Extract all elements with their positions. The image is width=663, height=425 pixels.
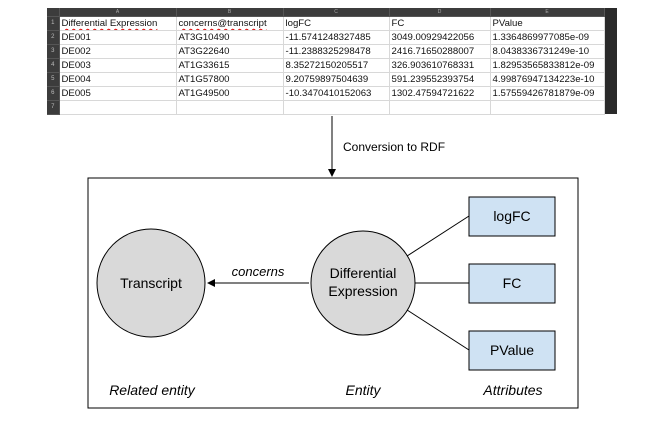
table-cell[interactable]: DE005: [59, 86, 177, 101]
table-cell[interactable]: [283, 100, 390, 115]
transcript-node[interactable]: [96, 228, 206, 338]
attribute-box-logfc[interactable]: [468, 196, 556, 237]
column-letter[interactable]: A: [59, 8, 177, 17]
table-cell[interactable]: AT1G57800: [176, 72, 284, 87]
header-cell[interactable]: Differential Expression: [59, 16, 177, 31]
attribute-label: PValue: [490, 342, 534, 358]
attribute-label: logFC: [493, 208, 530, 224]
table-row: 3 DE002 AT3G22640 -11.2388325298478 2416…: [47, 44, 605, 59]
table-row: 2 DE001 AT3G10490 -11.5741248327485 3049…: [47, 30, 605, 45]
row-number[interactable]: 2: [47, 30, 60, 45]
caption-entity: Entity: [345, 382, 381, 398]
table-cell[interactable]: -11.5741248327485: [283, 30, 390, 45]
entity-node-label-line1: Differential: [330, 265, 397, 281]
table-row-empty: 7: [47, 100, 605, 115]
table-cell[interactable]: DE004: [59, 72, 177, 87]
column-letter[interactable]: E: [490, 8, 605, 17]
row-number[interactable]: 3: [47, 44, 60, 59]
table-cell[interactable]: [490, 100, 605, 115]
spreadsheet: A B C D E 1 Differential Expression conc…: [47, 8, 617, 115]
header-cell[interactable]: FC: [389, 16, 491, 31]
table-cell[interactable]: AT3G10490: [176, 30, 284, 45]
column-letter[interactable]: D: [389, 8, 491, 17]
table-cell[interactable]: 8.0438336731249e-10: [490, 44, 605, 59]
table-cell[interactable]: -11.2388325298478: [283, 44, 390, 59]
table-cell[interactable]: DE001: [59, 30, 177, 45]
column-letter[interactable]: C: [283, 8, 390, 17]
table-cell[interactable]: 8.35272150205517: [283, 58, 390, 73]
table-cell[interactable]: 2416.71650288007: [389, 44, 491, 59]
concerns-edge-label: concerns: [232, 264, 285, 279]
attribute-label: FC: [503, 275, 522, 291]
table-cell[interactable]: 1.3364869977085e-09: [490, 30, 605, 45]
column-letter[interactable]: B: [176, 8, 284, 17]
attribute-box-pvalue[interactable]: [468, 330, 556, 371]
table-cell[interactable]: 1302.47594721622: [389, 86, 491, 101]
table-cell[interactable]: 591.239552393754: [389, 72, 491, 87]
table-row: 5 DE004 AT1G57800 9.20759897504639 591.2…: [47, 72, 605, 87]
entity-node-label-line2: Expression: [328, 283, 397, 299]
header-cell[interactable]: concerns@transcript: [176, 16, 284, 31]
sheet-corner[interactable]: [47, 8, 60, 17]
conversion-label: Conversion to RDF: [343, 140, 445, 154]
transcript-node-label: Transcript: [120, 275, 182, 291]
table-cell[interactable]: [176, 100, 284, 115]
table-cell[interactable]: DE003: [59, 58, 177, 73]
table-cell[interactable]: DE002: [59, 44, 177, 59]
table-header-row: 1 Differential Expression concerns@trans…: [47, 16, 605, 31]
row-number[interactable]: 7: [47, 100, 60, 115]
spreadsheet-table: A B C D E 1 Differential Expression conc…: [47, 8, 605, 115]
caption-attributes: Attributes: [482, 382, 542, 398]
row-number[interactable]: 1: [47, 16, 60, 31]
table-cell[interactable]: 4.99876947134223e-10: [490, 72, 605, 87]
attribute-box-fc[interactable]: [468, 263, 556, 304]
table-cell[interactable]: AT1G33615: [176, 58, 284, 73]
header-cell[interactable]: logFC: [283, 16, 390, 31]
table-cell[interactable]: 9.20759897504639: [283, 72, 390, 87]
attribute-connector: [403, 307, 470, 351]
table-row: 6 DE005 AT1G49500 -10.3470410152063 1302…: [47, 86, 605, 101]
row-number[interactable]: 4: [47, 58, 60, 73]
table-cell[interactable]: AT1G49500: [176, 86, 284, 101]
table-cell[interactable]: [59, 100, 177, 115]
column-header-row: A B C D E: [47, 8, 605, 17]
table-cell[interactable]: 326.903610768331: [389, 58, 491, 73]
table-cell[interactable]: AT3G22640: [176, 44, 284, 59]
attribute-connector: [403, 215, 470, 259]
table-cell[interactable]: -10.3470410152063: [283, 86, 390, 101]
table-cell[interactable]: 3049.00929422056: [389, 30, 491, 45]
header-cell[interactable]: PValue: [490, 16, 605, 31]
table-cell[interactable]: 1.57559426781879e-09: [490, 86, 605, 101]
table-cell[interactable]: [389, 100, 491, 115]
row-number[interactable]: 6: [47, 86, 60, 101]
row-number[interactable]: 5: [47, 72, 60, 87]
differential-expression-node[interactable]: [310, 230, 416, 336]
caption-related-entity: Related entity: [109, 382, 196, 398]
table-cell[interactable]: 1.82953565833812e-09: [490, 58, 605, 73]
table-row: 4 DE003 AT1G33615 8.35272150205517 326.9…: [47, 58, 605, 73]
